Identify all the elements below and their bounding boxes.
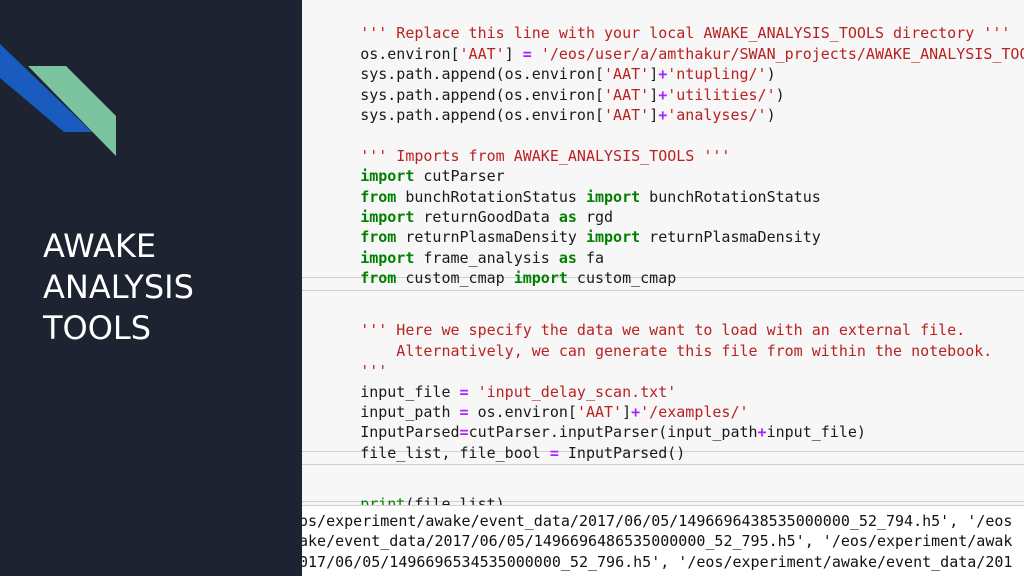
slide-title: AWAKE ANALYSIS TOOLS [43, 227, 194, 347]
output-line: ake/event_data/2017/06/05/14966964865350… [302, 532, 1013, 551]
code-line: os.environ['AAT'] = '/eos/user/a/amthaku… [360, 44, 1024, 63]
output-line: os/experiment/awake/event_data/2017/06/0… [302, 512, 1013, 530]
code-line: input_file = 'input_delay_scan.txt' [360, 382, 677, 401]
decorative-stripes [0, 44, 116, 156]
code-line: import frame_analysis as fa [360, 248, 605, 267]
code-line: InputParsed=cutParser.inputParser(input_… [360, 423, 866, 442]
blue-stripe-shape [0, 44, 92, 132]
code-line: ''' [360, 362, 388, 381]
code-line: sys.path.append(os.environ['AAT']+'ntupl… [360, 65, 776, 84]
code-line: from returnPlasmaDensity import returnPl… [360, 228, 821, 247]
cell-output: os/experiment/awake/event_data/2017/06/0… [302, 505, 1024, 576]
notebook-screenshot: ''' Replace this line with your local AW… [302, 0, 1024, 576]
code-line: file_list, file_bool = InputParsed() [360, 443, 686, 462]
code-line: Alternatively, we can generate this file… [360, 341, 993, 360]
code-line: ''' Imports from AWAKE_ANALYSIS_TOOLS ''… [360, 146, 731, 165]
green-stripe-shape [28, 66, 116, 156]
code-line: import cutParser [360, 167, 505, 186]
code-line: ''' Here we specify the data we want to … [360, 321, 966, 340]
code-line: sys.path.append(os.environ['AAT']+'utili… [360, 85, 785, 104]
slide-left-panel: AWAKE ANALYSIS TOOLS [0, 0, 302, 576]
code-cell-paths-imports[interactable]: ''' Replace this line with your local AW… [302, 0, 1024, 287]
code-cell-print[interactable]: print(file_list) [302, 464, 1024, 513]
code-line: import returnGoodData as rgd [360, 208, 614, 226]
code-line: ''' Replace this line with your local AW… [306, 3, 1010, 64]
code-line: from custom_cmap import custom_cmap [360, 269, 677, 288]
code-line: sys.path.append(os.environ['AAT']+'analy… [360, 106, 776, 124]
code-line: from bunchRotationStatus import bunchRot… [360, 187, 821, 206]
code-line: input_path = os.environ['AAT']+'/example… [360, 403, 749, 421]
docstring: ''' Replace this line with your local AW… [360, 24, 1011, 43]
code-cell-input-file[interactable]: ''' Here we specify the data we want to … [302, 290, 1024, 462]
output-line: 017/06/05/1496696534535000000_52_796.h5'… [302, 552, 1013, 571]
